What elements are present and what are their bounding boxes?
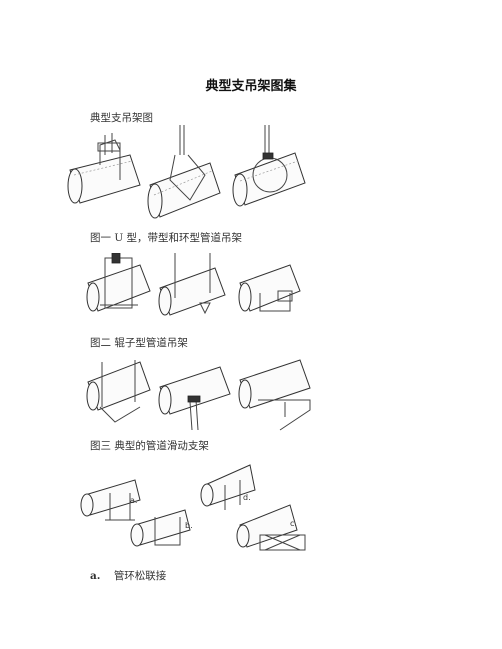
sliding-support-3-drawing bbox=[238, 359, 311, 431]
roller-hanger-2-drawing bbox=[158, 253, 226, 316]
detail-d-drawing bbox=[200, 464, 256, 510]
note-line: a. 管环松联接 bbox=[90, 568, 166, 583]
roller-hanger-1-drawing bbox=[86, 253, 151, 312]
band-type-hanger-drawing bbox=[147, 125, 221, 219]
detail-a-drawing bbox=[80, 479, 141, 521]
figure-2-roller-hangers bbox=[86, 253, 301, 316]
detail-c-drawing bbox=[236, 504, 306, 551]
figure-2-caption: 图二 辊子型管道吊架 bbox=[90, 337, 188, 349]
detail-label-d: d. bbox=[243, 493, 251, 502]
sliding-support-1-drawing bbox=[86, 360, 151, 423]
figure-1-hangers bbox=[67, 125, 306, 219]
figure-4-sliding-details: a. b. d. c. bbox=[80, 464, 306, 551]
note-marker: a. bbox=[90, 570, 101, 582]
detail-b-drawing bbox=[130, 509, 191, 547]
note-text: 管环松联接 bbox=[113, 570, 167, 582]
figure-3-sliding-supports bbox=[86, 359, 311, 431]
sliding-support-2-drawing bbox=[158, 366, 231, 431]
ring-type-hanger-drawing bbox=[232, 125, 306, 207]
u-type-hanger-drawing bbox=[67, 133, 141, 204]
figure-3-caption: 图三 典型的管道滑动支架 bbox=[90, 440, 209, 452]
detail-label-c: c. bbox=[290, 519, 297, 528]
document-title: 典型支吊架图集 bbox=[205, 79, 297, 94]
detail-label-b: b. bbox=[185, 521, 193, 530]
section-subtitle: 典型支吊架图 bbox=[90, 112, 153, 124]
roller-hanger-3-drawing bbox=[238, 264, 301, 312]
detail-label-a: a. bbox=[130, 496, 137, 505]
figure-1-caption: 图一 U 型，带型和环型管道吊架 bbox=[90, 232, 243, 244]
